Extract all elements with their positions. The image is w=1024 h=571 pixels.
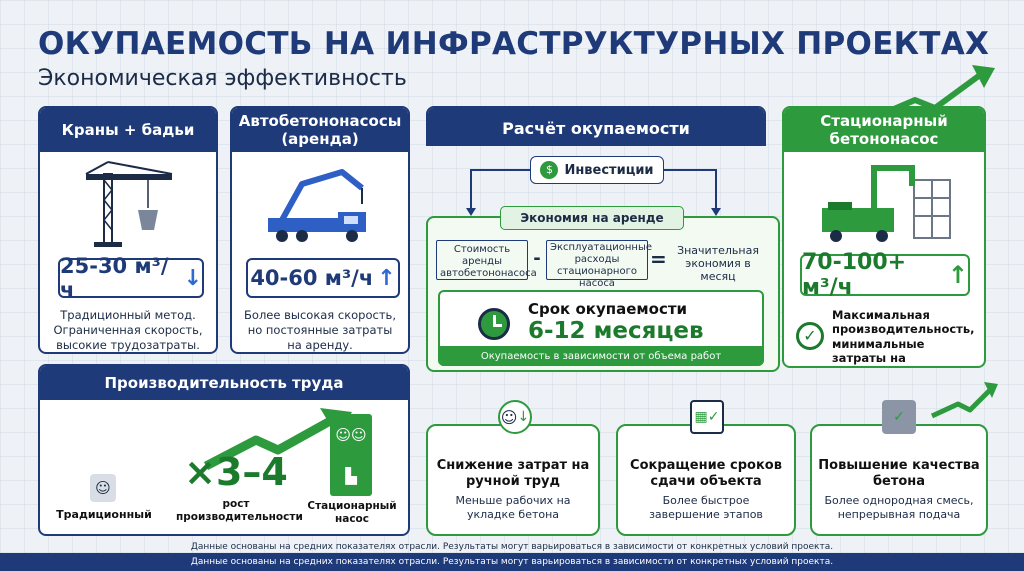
page-subtitle: Экономическая эффективность [38, 66, 407, 91]
productivity-title: Производительность труда [40, 366, 408, 400]
team-people-icon: ☺☺ [335, 425, 367, 444]
multiplier-value: ×3–4 [184, 450, 288, 494]
cranes-speed-value: 25-30 м³/ч [60, 254, 169, 302]
traditional-worker-icon: ☺ [90, 474, 116, 502]
feature-title-quality: Повышение качества бетона [818, 458, 980, 490]
payback-note: Окупаемость в зависимости от объема рабо… [480, 350, 722, 362]
payback-period-value: 6-12 месяцев [528, 318, 704, 344]
feature-desc-deadline: Более быстрое завершение этапов [649, 494, 763, 522]
feature-card-deadline: ▦✓ Сокращение сроков сдачи объекта Более… [616, 400, 796, 536]
concrete-shield-icon: ✓ [882, 400, 916, 434]
stationary-card: Стационарный бетононасос 70-100+ м³/ч ↑ … [782, 106, 986, 368]
feature-desc-quality: Более однородная смесь, непрерывная пода… [824, 494, 974, 522]
bottom-note: Данные основаны на средних показателях о… [190, 557, 834, 567]
growth-arrow-decor-bottom [930, 382, 998, 419]
feature-title-labor: Снижение затрат на ручной труд [436, 458, 590, 490]
page-title: ОКУПАЕМОСТЬ НА ИНФРАСТРУКТУРНЫХ ПРОЕКТАХ [38, 26, 990, 62]
equals-sign: = [650, 247, 667, 271]
result-label: Значительная экономия в месяц [677, 244, 759, 284]
growth-label: рост производительности [176, 498, 303, 523]
cranes-desc: Традиционный метод. Ограниченная скорост… [53, 308, 203, 352]
cranes-card-title: Краны + бадьи [40, 108, 216, 152]
payback-period-label: Срок окупаемости [528, 300, 688, 318]
payback-title: Расчёт окупаемости [428, 108, 764, 144]
stationary-desc: Максимальная производительность, минимал… [832, 308, 975, 366]
rent-savings-tab: Экономия на аренде [500, 206, 684, 230]
crane-icon [85, 161, 173, 247]
stationary-pump-icon [822, 165, 951, 242]
arrow-down-icon: ↓ [183, 265, 202, 291]
worker-down-icon: ☺↓ [498, 400, 532, 434]
arrow-up-icon: ↑ [377, 265, 396, 291]
rent-savings-label: Экономия на аренде [520, 211, 664, 225]
money-hand-icon: $ [540, 161, 559, 179]
truck-pumps-card: Автобетононасосы (аренда) 40-60 м³/ч ↑ Б… [230, 106, 410, 354]
payback-section: Расчёт окупаемости [426, 106, 766, 146]
truck-pumps-speed-value: 40-60 м³/ч [250, 266, 374, 290]
stationary-card-title: Стационарный бетононасос [784, 108, 984, 152]
term1-box [436, 240, 528, 280]
cranes-card: Краны + бадьи 25-30 м³/ч ↓ Традиционный … [38, 106, 218, 354]
feature-card-labor: ☺↓ Снижение затрат на ручной труд Меньше… [426, 400, 600, 536]
term2-label: Эксплуатационные расходы стационарного н… [550, 242, 652, 289]
truck-pumps-speed: 40-60 м³/ч ↑ [246, 258, 400, 298]
term2-box [546, 240, 648, 280]
cranes-speed: 25-30 м³/ч ↓ [58, 254, 204, 302]
flow-connectors [466, 169, 721, 216]
truck-pump-icon [268, 169, 366, 242]
footnote: Данные основаны на средних показателях о… [190, 542, 834, 552]
stationary-speed: 70-100+ м³/ч ↑ [800, 250, 970, 300]
minus-sign: - [533, 248, 541, 269]
productivity-section: Производительность труда ☺ Традиционный … [38, 364, 410, 536]
truck-pumps-desc: Более высокая скорость, но постоянные за… [244, 308, 396, 352]
arrow-up-icon: ↑ [947, 261, 968, 289]
bottom-note-bar: Данные основаны на средних показателях о… [0, 553, 1024, 571]
check-circle-icon: ✓ [796, 322, 824, 350]
feature-desc-labor: Меньше рабочих на укладке бетона [455, 494, 571, 522]
term1-label: Стоимость аренды автобетононасоса [440, 244, 537, 279]
stationary-pump-label: Стационарный насос [307, 500, 397, 525]
investments-box: $ Инвестиции [530, 156, 664, 184]
payback-note-bar: Окупаемость в зависимости от объема рабо… [438, 346, 764, 366]
pump-mini-icon: ▙ [345, 466, 357, 485]
feature-title-deadline: Сокращение сроков сдачи объекта [630, 458, 782, 490]
stationary-team-icon: ☺☺ ▙ [330, 414, 372, 496]
truck-pumps-card-title: Автобетононасосы (аренда) [232, 108, 408, 152]
calendar-check-icon: ▦✓ [690, 400, 724, 434]
feature-card-quality: ✓ Повышение качества бетона Более одноро… [810, 400, 988, 536]
traditional-label: Традиционный [56, 508, 152, 521]
stationary-speed-value: 70-100+ м³/ч [802, 250, 907, 300]
investments-label: Инвестиции [564, 162, 654, 178]
clock-icon [478, 308, 510, 340]
